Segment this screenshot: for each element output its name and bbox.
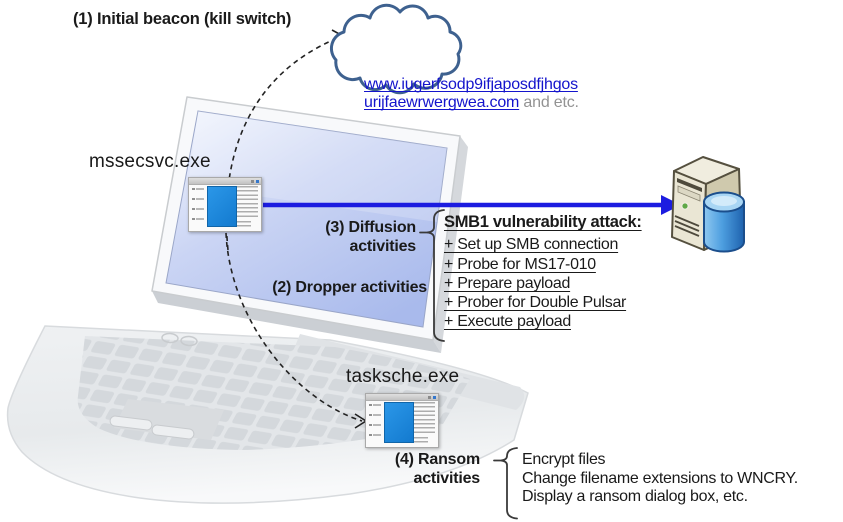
server-drive-bay <box>677 185 701 202</box>
window-left-list <box>369 404 381 444</box>
step1-label: (1) Initial beacon (kill switch) <box>73 10 292 28</box>
ransom-actions-list: Encrypt files Change filename extensions… <box>522 451 798 507</box>
laptop-lid-edge-right <box>433 136 468 353</box>
window-titlebar <box>366 394 438 401</box>
mssecsvc-label: mssecsvc.exe <box>89 151 211 172</box>
window-titlebar-buttons <box>433 396 436 399</box>
window-left-list <box>192 188 204 228</box>
window-titlebar <box>189 178 261 185</box>
diffusion-arrow <box>263 195 681 215</box>
step4-label: (4) Ransom activities <box>394 451 480 487</box>
smb-attack-item: + Prepare payload <box>444 274 571 292</box>
cloud-icon <box>329 3 463 95</box>
smb-attack-list: SMB1 vulnerability attack: + Set up SMB … <box>444 213 642 332</box>
window-right-text <box>414 402 435 435</box>
kill-switch-url-line1-link[interactable]: www.iugerfsodp9ifjaposdfjhgos <box>364 76 578 93</box>
tasksche-label: tasksche.exe <box>346 366 460 387</box>
database-top-highlight <box>711 196 737 206</box>
window-titlebar-buttons <box>256 180 259 183</box>
dropper-arrow-curve <box>225 232 363 422</box>
laptop-icon <box>6 96 529 504</box>
window-right-text-short <box>414 437 428 443</box>
laptop-button-left <box>109 415 153 431</box>
beacon-arrow-curve <box>225 36 341 251</box>
smb-attack-item: + Probe for MS17-010 <box>444 255 596 273</box>
window-right-text <box>237 186 258 219</box>
window-right-text-short <box>237 221 251 227</box>
laptop-screen <box>165 110 448 328</box>
database-icon <box>703 191 745 253</box>
laptop-hinge-screw-left <box>161 332 179 344</box>
cloud-outline <box>329 3 463 95</box>
laptop-hinge-screw-right <box>180 335 198 347</box>
server-power-led <box>681 202 689 210</box>
window-content-pane <box>384 402 414 443</box>
ransom-action-item: Encrypt files <box>522 451 606 468</box>
laptop-lid-edge-bottom <box>152 291 441 353</box>
window-content-pane <box>207 186 237 227</box>
tasksche-window-icon <box>365 393 439 448</box>
kill-switch-url: www.iugerfsodp9ifjaposdfjhgos urijfaewrw… <box>364 76 674 111</box>
smb-attack-heading: SMB1 vulnerability attack: <box>444 213 642 231</box>
server-grille <box>674 215 700 237</box>
kill-switch-url-suffix: and etc. <box>519 93 579 111</box>
ransom-brace <box>493 447 518 520</box>
smb-brace <box>419 209 445 342</box>
ransom-brace-path <box>500 447 518 520</box>
server-vent-band <box>677 178 702 192</box>
step2-label: (2) Dropper activities <box>272 279 427 296</box>
mssecsvc-window-icon <box>188 177 262 232</box>
kill-switch-url-line2-link[interactable]: urijfaewrwergwea.com <box>364 93 520 111</box>
ransom-action-item: Change filename extensions to WNCRY. <box>522 469 798 487</box>
diffusion-arrowhead-icon <box>661 195 681 215</box>
database-body <box>703 201 745 253</box>
smb-attack-item: + Set up SMB connection <box>444 236 619 254</box>
smb-attack-item: + Prober for Double Pulsar <box>444 294 627 312</box>
smb-attack-item: + Execute payload <box>444 313 571 331</box>
server-icon <box>671 156 745 253</box>
ransom-action-item: Display a ransom dialog box, etc. <box>522 488 748 506</box>
laptop-button-right <box>151 424 195 440</box>
step3-label: (3) Diffusion activities <box>325 219 416 255</box>
